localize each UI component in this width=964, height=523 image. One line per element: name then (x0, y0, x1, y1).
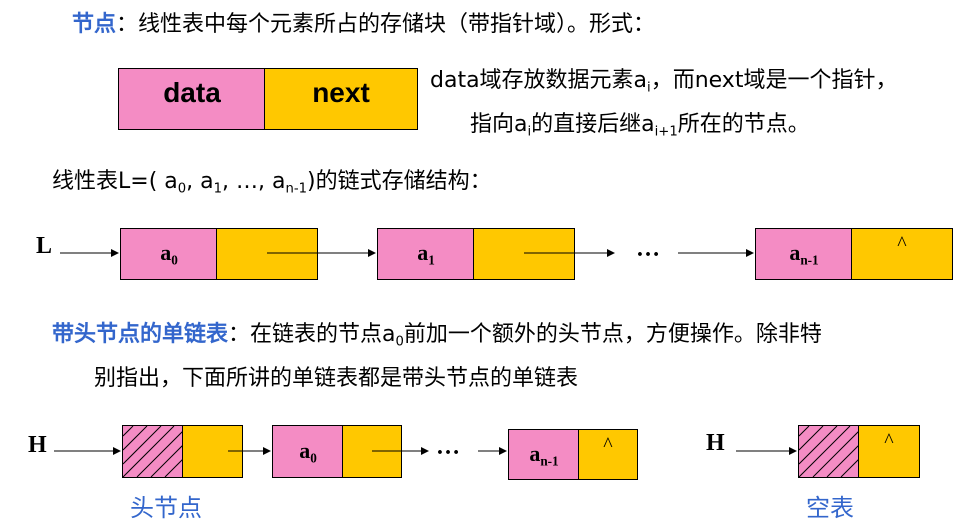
empty-list-caption: 空表 (806, 494, 854, 522)
headed-sub: 0 (395, 334, 404, 350)
next-field-label: next (312, 77, 370, 108)
headed-term: 带头节点的单链表 (52, 322, 229, 347)
desc2-sub: i (527, 124, 532, 140)
node-term: 节点 (72, 12, 117, 37)
ll-sub2: n-1 (285, 181, 307, 197)
headed-line1: 带头节点的单链表：在链表的节点a0前加一个额外的头节点，方便操作。除非特 (52, 316, 822, 350)
list2-ellipsis: … (436, 434, 460, 460)
list1-null-pointer: ^ (897, 233, 907, 255)
desc2-mid: 的直接后继a (531, 112, 655, 137)
head-node-caption: 头节点 (130, 494, 202, 522)
node-desc-line2: 指向ai的直接后继ai+1所在的节点。 (470, 106, 810, 140)
ll-prefix: 线性表L=( a (52, 169, 178, 194)
list1-n0-letter: a (160, 240, 172, 265)
list2-head-node-data (122, 425, 184, 478)
list2-head-label: H (28, 432, 47, 458)
hatch-pattern (123, 426, 183, 477)
list2-last-value: an-1 (509, 441, 579, 469)
list1-head-label: L (36, 233, 53, 259)
list1-node0-next (216, 228, 318, 280)
node-desc-line1: data域存放数据元素ai，而next域是一个指针， (430, 62, 898, 96)
desc1-suffix: ，而next域是一个指针， (650, 68, 898, 93)
headed-line1-b: 前加一个额外的头节点，方便操作。除非特 (403, 322, 822, 347)
list1-ellipsis: … (636, 236, 660, 262)
list1-n2-letter: a (789, 240, 801, 265)
list2-node0-value: a0 (273, 438, 343, 466)
ll-sub1: 1 (213, 181, 222, 197)
list1-last-data: an-1 (755, 228, 853, 280)
linear-list-text: 线性表L=( a0, a1, …, an-1)的链式存储结构： (52, 163, 492, 197)
list3-null-pointer: ^ (884, 430, 894, 452)
desc2-prefix: 指向a (470, 112, 528, 137)
ll-t1: , a (186, 169, 214, 194)
data-field-box: data (118, 68, 266, 130)
list1-node1-next (473, 228, 575, 280)
list1-last-value: an-1 (756, 240, 852, 268)
list1-n1-sub: 1 (428, 252, 435, 268)
intro-text: 节点：线性表中每个元素所占的存储块（带指针域）。形式： (72, 6, 655, 38)
desc2-sub2: i+1 (654, 124, 678, 140)
list2-n0-letter: a (299, 438, 311, 463)
hatch-pattern (799, 426, 859, 477)
data-field-label: data (163, 77, 221, 108)
list2-node0-data: a0 (272, 425, 344, 478)
list1-node0-value: a0 (121, 240, 217, 268)
list1-n0-sub: 0 (171, 252, 178, 268)
desc1-sub: i (647, 80, 651, 96)
list2-n2-sub: n-1 (540, 453, 559, 469)
list1-node1-data: a1 (377, 228, 475, 280)
ll-t2: , …, a (222, 169, 286, 194)
list2-last-data: an-1 (508, 429, 580, 480)
intro-rest: ：线性表中每个元素所占的存储块（带指针域）。形式： (116, 12, 656, 37)
desc1-prefix: data域存放数据元素a (430, 68, 648, 93)
list2-n0-sub: 0 (310, 450, 317, 466)
ll-suffix: )的链式存储结构： (306, 169, 492, 194)
list1-last-next: ^ (851, 228, 953, 280)
list2-n2-letter: a (529, 441, 541, 466)
ll-sub0: 0 (177, 181, 187, 197)
list1-node1-value: a1 (378, 240, 474, 268)
desc2-suffix: 所在的节点。 (677, 112, 810, 137)
list3-head-node-next: ^ (858, 425, 920, 478)
list2-last-next: ^ (578, 429, 638, 480)
list2-null-pointer: ^ (603, 434, 613, 456)
next-field-box: next (264, 68, 418, 130)
list3-head-label: H (706, 430, 725, 456)
list1-n2-sub: n-1 (800, 252, 819, 268)
list1-n1-letter: a (417, 240, 429, 265)
list1-node0-data: a0 (120, 228, 218, 280)
headed-line2: 别指出，下面所讲的单链表都是带头节点的单链表 (94, 366, 579, 391)
headed-line1-a: ：在链表的节点a (228, 322, 396, 347)
